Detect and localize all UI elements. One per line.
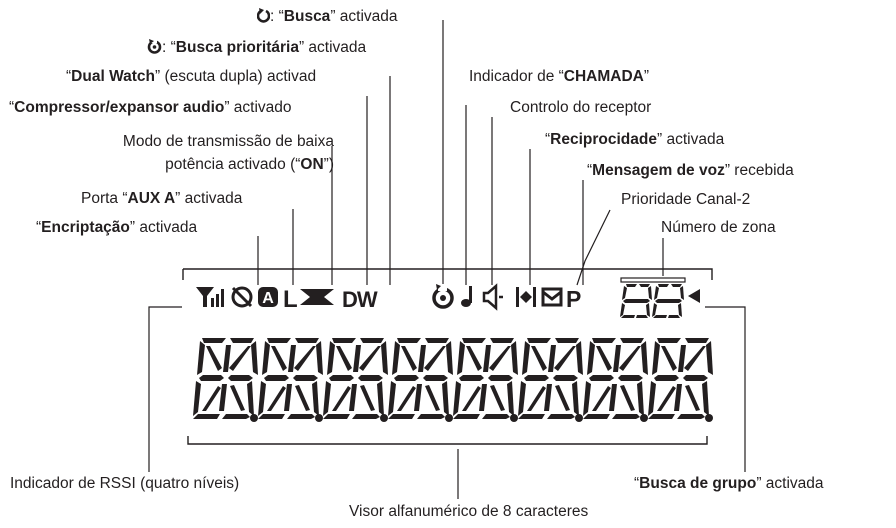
label-baixa-potencia-line2: potência activado (“ON”) bbox=[165, 156, 334, 173]
display-character bbox=[648, 338, 713, 422]
aux-a-icon: A bbox=[258, 287, 278, 307]
svg-text:A: A bbox=[262, 290, 274, 307]
lcd-frame bbox=[182, 268, 713, 280]
display-character bbox=[453, 338, 518, 422]
priority-p-icon: P bbox=[566, 286, 581, 312]
label-busca-prioritaria: : “Busca prioritária” activada bbox=[147, 38, 366, 57]
display-character bbox=[193, 338, 258, 422]
lcd-bracket-bottom bbox=[187, 436, 708, 445]
label-rssi: Indicador de RSSI (quatro níveis) bbox=[10, 475, 240, 492]
talkaround-icon bbox=[516, 287, 536, 307]
label-baixa-potencia: Modo de transmissão de baixa potência ac… bbox=[44, 133, 334, 174]
scan-icon bbox=[256, 8, 271, 23]
dual-watch-icon: DW bbox=[342, 287, 378, 312]
priority-scan-icon bbox=[147, 39, 162, 54]
label-visor: Visor alfanumérico de 8 caracteres bbox=[349, 503, 589, 520]
label-prioridade: Prioridade Canal-2 bbox=[621, 191, 751, 208]
group-scan-arrow-icon bbox=[688, 289, 700, 303]
compander-icon bbox=[300, 289, 334, 305]
label-dual-watch: “Dual Watch” (escuta dupla) activad bbox=[66, 68, 317, 85]
label-zona: Número de zona bbox=[661, 219, 776, 236]
label-chamada: Indicador de “CHAMADA” bbox=[469, 68, 650, 85]
call-note-icon bbox=[461, 286, 472, 307]
zone-number-icon bbox=[620, 277, 686, 318]
label-baixa-potencia-line1: Modo de transmissão de baixa bbox=[122, 133, 334, 150]
label-busca: : “Busca” activada bbox=[256, 7, 398, 26]
display-character bbox=[258, 338, 323, 422]
label-reciprocidade: “Reciprocidade” activada bbox=[545, 131, 725, 148]
rssi-antenna-icon bbox=[196, 287, 224, 307]
display-character bbox=[518, 338, 583, 422]
priority-scan-icon bbox=[432, 284, 454, 309]
display-character bbox=[323, 338, 388, 422]
leader-lines bbox=[148, 20, 746, 499]
label-encriptacao: “Encriptação” activada bbox=[36, 219, 198, 236]
receiver-speaker-icon bbox=[482, 283, 503, 311]
label-receptor: Controlo do receptor bbox=[510, 99, 652, 116]
label-compressor: “Compressor/expansor audio” activado bbox=[9, 99, 292, 116]
voice-message-icon bbox=[541, 287, 563, 307]
encryption-icon bbox=[231, 286, 253, 308]
display-character bbox=[388, 338, 453, 422]
low-power-icon: L bbox=[283, 286, 298, 313]
label-aux-a: Porta “AUX A” activada bbox=[81, 190, 243, 207]
alphanumeric-display bbox=[193, 338, 713, 422]
display-character bbox=[583, 338, 648, 422]
label-mensagem: “Mensagem de voz” recebida bbox=[587, 162, 794, 179]
label-busca-grupo: “Busca de grupo” activada bbox=[634, 475, 824, 492]
